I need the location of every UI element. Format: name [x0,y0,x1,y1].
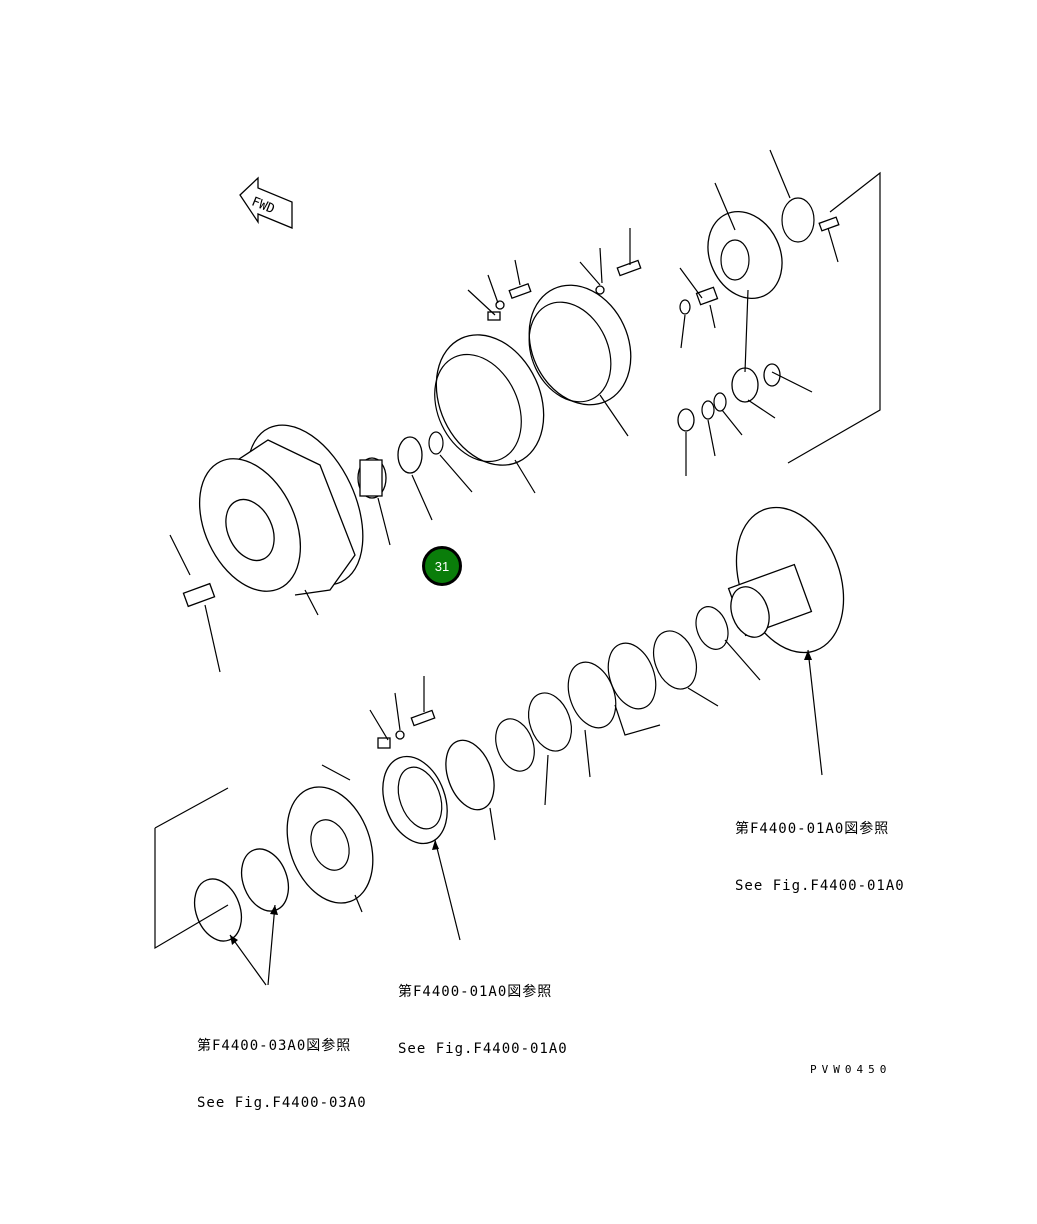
reference-label-cover[interactable]: 第F4400-03A0図参照 See Fig.F4400-03A0 [197,999,367,1132]
cover [193,878,243,942]
pin [182,582,216,608]
small-parts-upper [487,216,840,432]
reference-line-jp: 第F4400-03A0図参照 [197,1038,352,1054]
floating-seal [382,755,448,845]
callout-badge-number: 31 [434,558,450,574]
spindle [727,506,845,654]
drawing-code: PVW0450 [810,1063,892,1076]
fwd-arrow-icon: FWD [239,176,293,229]
callout-badge-31[interactable]: 31 [422,546,462,586]
reference-line-en: See Fig.F4400-01A0 [735,878,905,894]
bearing [397,436,423,474]
ring-gear-outer [434,334,545,466]
reference-line-jp: 第F4400-01A0図参照 [398,984,553,1000]
plate [240,848,290,912]
ring-gear-inner [528,284,632,406]
sprocket-hub [286,786,374,904]
hub-housing [198,424,364,596]
reference-label-floating-seal[interactable]: 第F4400-01A0図参照 See Fig.F4400-01A0 [398,945,568,1078]
carrier [707,210,783,300]
lower-small-parts [377,709,436,749]
snap-ring [428,431,444,455]
reference-label-spindle[interactable]: 第F4400-01A0図参照 See Fig.F4400-01A0 [735,782,905,915]
thrust-ring [781,197,815,243]
seal-rings [445,606,729,811]
bearing-inner [357,457,387,499]
reference-line-jp: 第F4400-01A0図参照 [735,821,890,837]
reference-line-en: See Fig.F4400-03A0 [197,1095,367,1111]
reference-line-en: See Fig.F4400-01A0 [398,1041,568,1057]
leader-lines [154,149,881,986]
